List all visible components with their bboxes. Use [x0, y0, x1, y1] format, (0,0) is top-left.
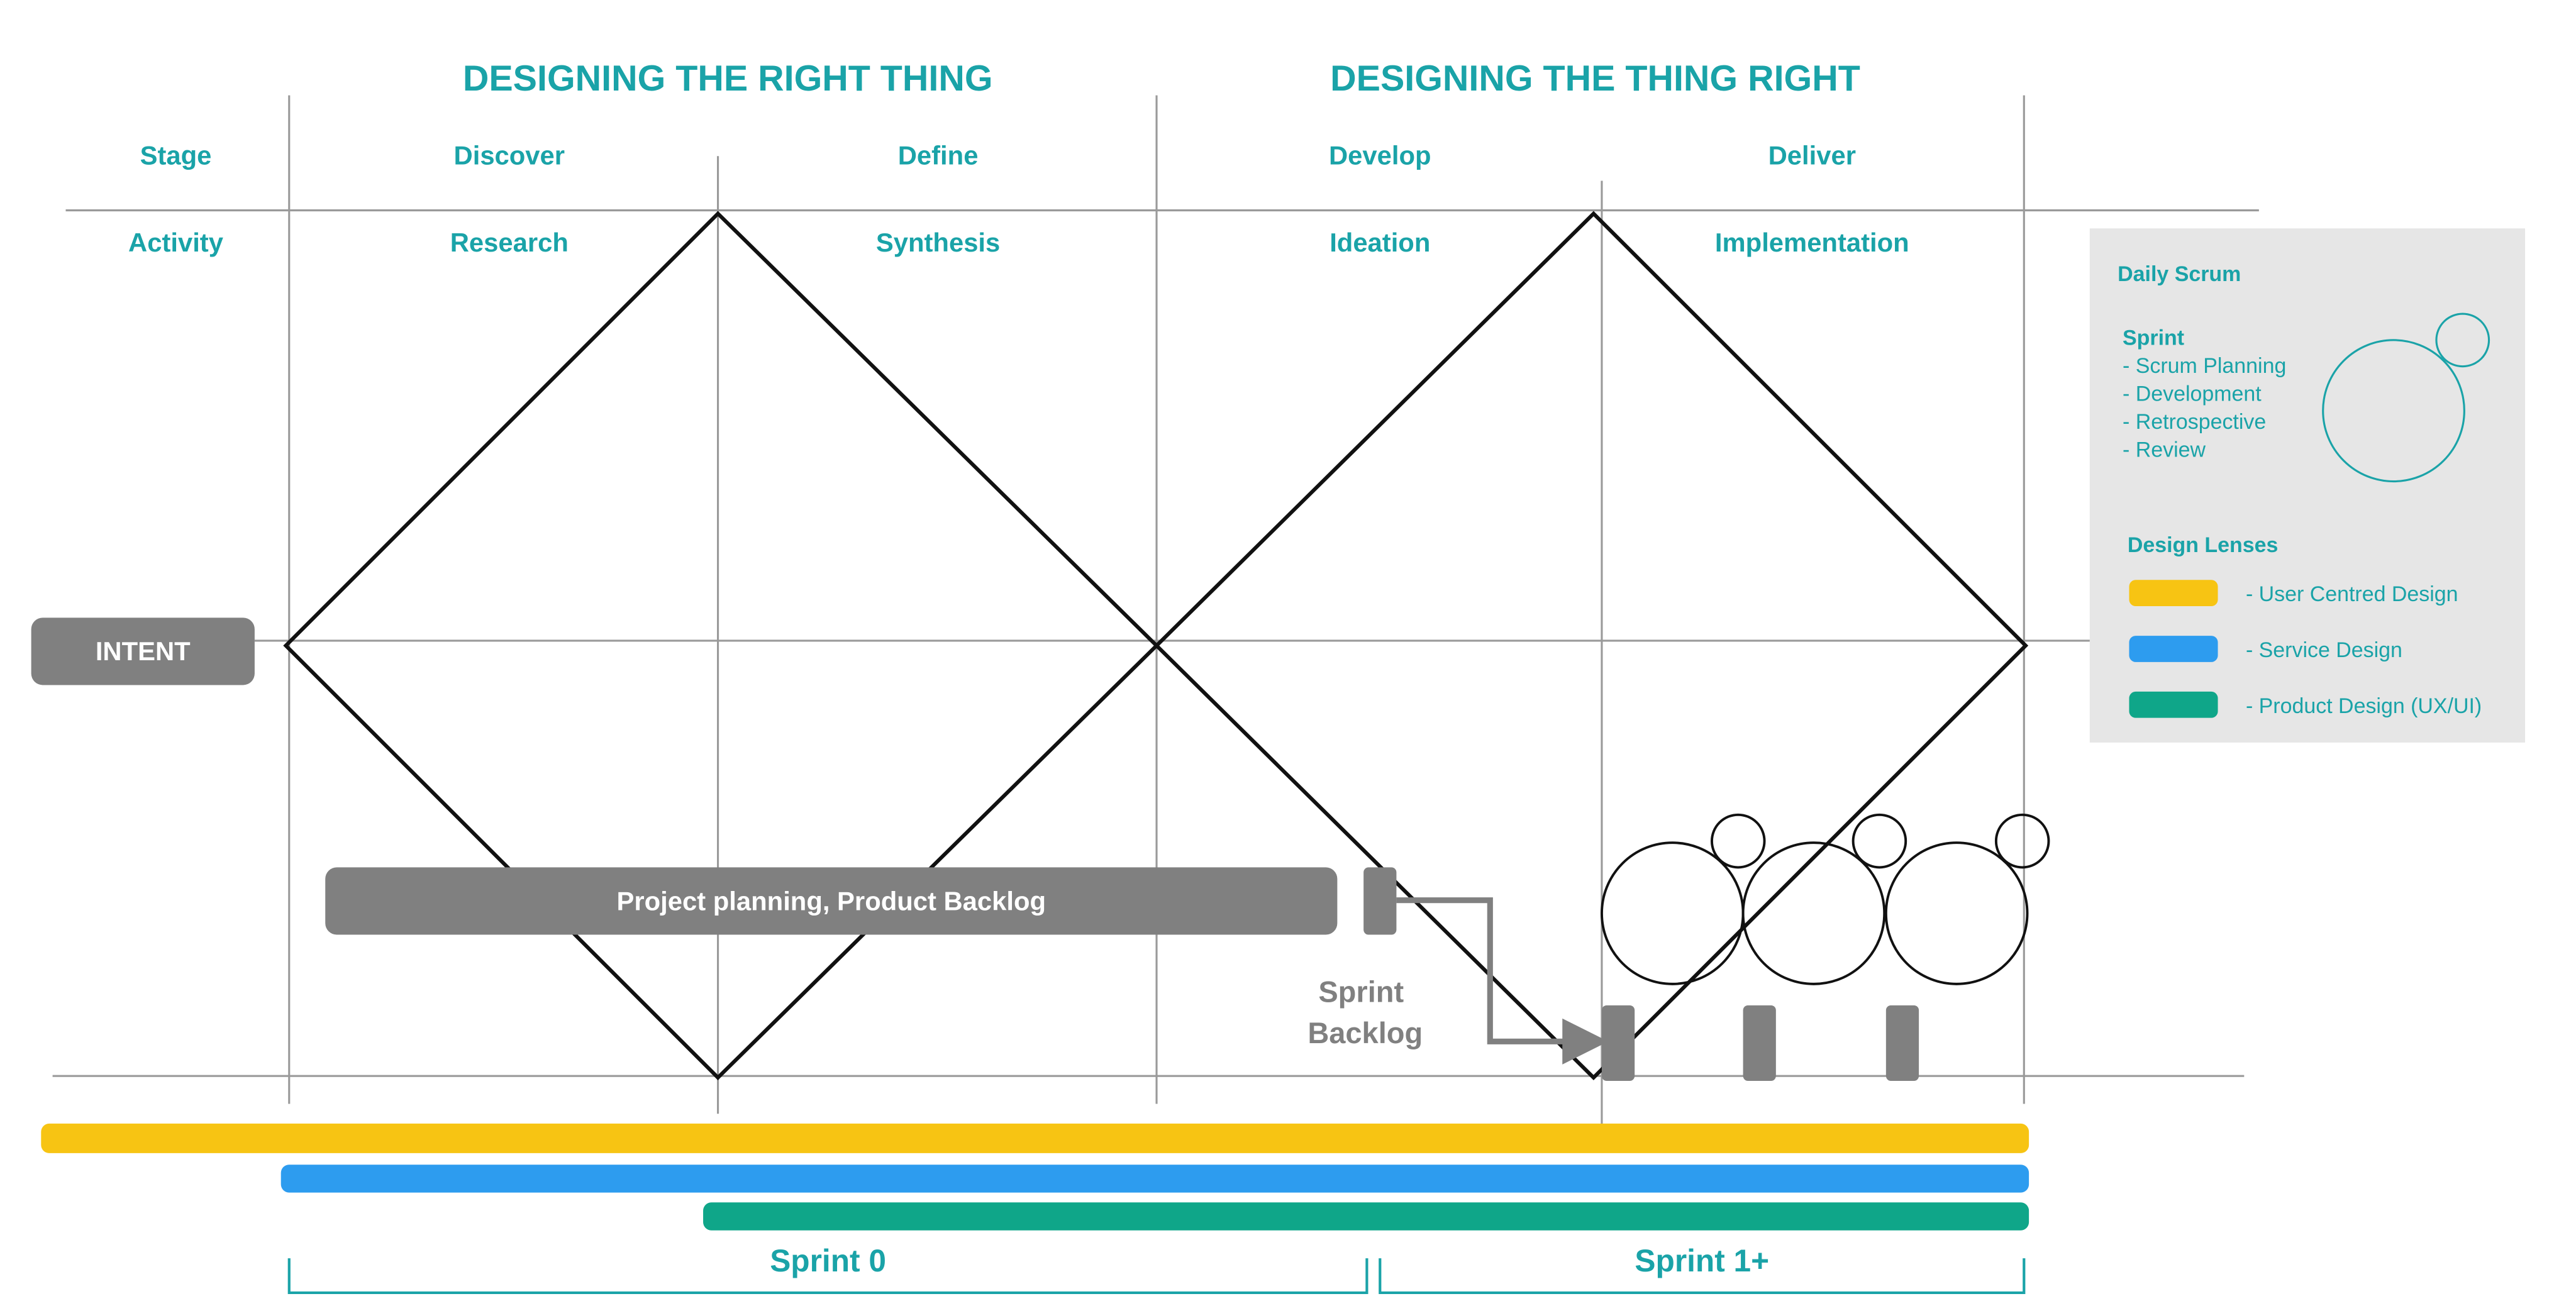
- sprint-backlog-block: [1363, 867, 1397, 935]
- legend-sprint-item: - Retrospective: [2123, 410, 2266, 434]
- sprint-1-bracket: [1379, 1258, 2026, 1295]
- legend-daily-scrum: Daily Scrum: [2118, 262, 2241, 286]
- legend-sprint-title: Sprint: [2123, 326, 2184, 350]
- sprint-cycles: [1600, 813, 2050, 985]
- legend-sprint-item: - Review: [2123, 438, 2206, 462]
- lens-bar-user-centred-design: [41, 1123, 2029, 1153]
- lens-bar-product-design: [703, 1202, 2029, 1231]
- heading-designing-right-thing: DESIGNING THE RIGHT THING: [463, 58, 993, 99]
- project-planning-bar: Project planning, Product Backlog: [325, 867, 1338, 935]
- activity-ideation: Ideation: [1330, 228, 1430, 257]
- row-label-stage: Stage: [140, 140, 212, 170]
- sprint-iteration-block-3: [1885, 1005, 1919, 1081]
- sprint-iteration-block-2: [1743, 1005, 1776, 1081]
- lens-bar-service-design: [280, 1165, 2029, 1193]
- stage-discover: Discover: [454, 140, 565, 170]
- sprint-circle-2: [1741, 841, 1886, 985]
- heading-designing-thing-right: DESIGNING THE THING RIGHT: [1330, 58, 1860, 99]
- daily-scrum-circle-3: [1994, 813, 2050, 869]
- daily-scrum-circle-2: [1852, 813, 1907, 869]
- legend-sprint-item: - Development: [2123, 382, 2262, 406]
- legend-sprint-circle-icon: [2322, 339, 2465, 483]
- diamond-right: [1153, 211, 2029, 1081]
- legend-swatch-user-centred: [2129, 580, 2218, 607]
- legend-lens-product-design: - Product Design (UX/UI): [2246, 694, 2482, 718]
- legend-daily-scrum-circle-icon: [2435, 313, 2490, 368]
- legend-swatch-product-design: [2129, 691, 2218, 718]
- activity-synthesis: Synthesis: [876, 228, 1000, 257]
- legend-panel: Daily Scrum Sprint - Scrum Planning - De…: [2089, 228, 2526, 743]
- sprint-0-bracket: [287, 1258, 1368, 1295]
- activity-implementation: Implementation: [1715, 228, 1909, 257]
- legend-swatch-service-design: [2129, 636, 2218, 662]
- sprint-0-label: Sprint 0: [770, 1243, 886, 1278]
- sprint-backlog-label: Sprint Backlog: [1307, 975, 1423, 1049]
- legend-lens-service-design: - Service Design: [2246, 638, 2402, 662]
- daily-scrum-circle-1: [1710, 813, 1766, 869]
- legend-lenses-title: Design Lenses: [2128, 533, 2279, 557]
- activity-research: Research: [450, 228, 569, 257]
- grid-lines: [52, 95, 2259, 1126]
- stage-define: Define: [898, 140, 979, 170]
- diamond-left: [283, 211, 1160, 1080]
- sprint-iteration-block-1: [1601, 1005, 1635, 1081]
- intent-box: INTENT: [31, 617, 255, 685]
- sprint-1-label: Sprint 1+: [1635, 1243, 1769, 1278]
- sprint-backlog-arrow: [1396, 897, 1609, 1065]
- stage-deliver: Deliver: [1768, 140, 1856, 170]
- legend-lens-user-centred: - User Centred Design: [2246, 582, 2458, 606]
- project-planning-label: Project planning, Product Backlog: [617, 886, 1046, 916]
- row-label-activity: Activity: [128, 228, 224, 257]
- intent-label: INTENT: [96, 636, 191, 666]
- sprint-circle-1: [1600, 841, 1745, 985]
- stage-develop: Develop: [1329, 140, 1431, 170]
- legend-sprint-item: - Scrum Planning: [2123, 354, 2286, 378]
- sprint-circle-3: [1884, 841, 2029, 985]
